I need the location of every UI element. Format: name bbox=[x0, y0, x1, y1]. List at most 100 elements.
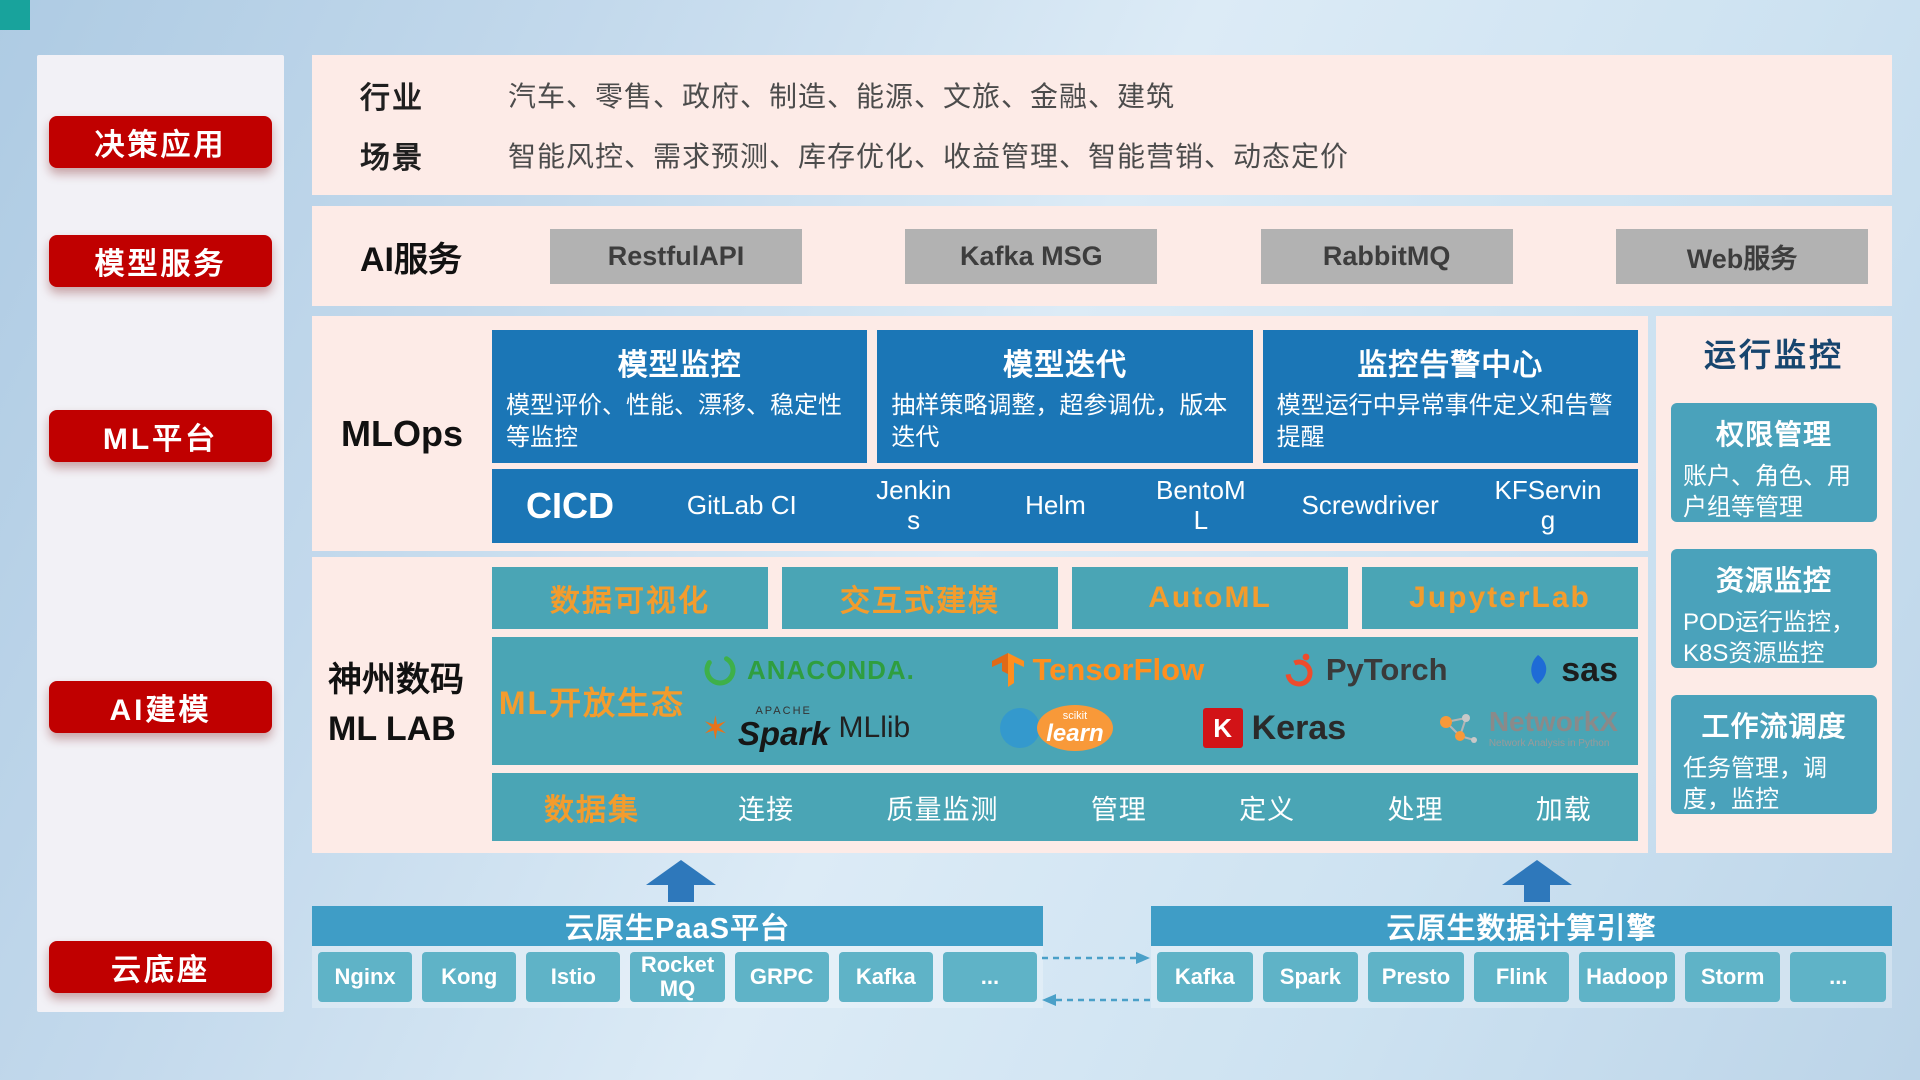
card-desc: POD运行监控，K8S资源监控 bbox=[1683, 609, 1856, 668]
dataset-bar: 数据集 连接 质量监测 管理 定义 处理 加载 bbox=[492, 773, 1638, 841]
cicd-item-helm: Helm bbox=[1025, 489, 1086, 520]
mllab-label: 神州数码 ML LAB bbox=[312, 557, 492, 853]
jupyterlab-button: JupyterLab bbox=[1362, 567, 1638, 629]
dataset-item-process: 处理 bbox=[1387, 794, 1444, 825]
sidebar-item-ai-modeling: AI建模 bbox=[49, 681, 272, 733]
chip-spark: Spark bbox=[1262, 952, 1359, 1002]
ml-ecosystem-box: ML开放生态 ANACONDA. bbox=[492, 637, 1638, 765]
apache-label: APACHE bbox=[755, 705, 812, 718]
card-title: 模型监控 bbox=[617, 349, 742, 382]
chip-more: ... bbox=[942, 952, 1037, 1002]
cicd-bar: CICD GitLab CI Jenkins Helm BentoML Scre… bbox=[492, 468, 1638, 543]
layer-sidebar: 决策应用 模型服务 ML平台 AI建模 云底座 bbox=[37, 55, 284, 1012]
chip-storm: Storm bbox=[1684, 952, 1781, 1002]
card-desc: 模型运行中异常事件定义和告警提醒 bbox=[1276, 392, 1613, 452]
mlops-cards: 模型监控 模型评价、性能、漂移、稳定性等监控 模型迭代 抽样策略调整，超参调优，… bbox=[492, 330, 1638, 463]
scikit-top-label: scikit bbox=[1062, 709, 1088, 722]
logo-row-1: ANACONDA. TensorFlow bbox=[692, 651, 1628, 690]
industry-row: 行业 汽车、零售、政府、制造、能源、文旅、金融、建筑 bbox=[312, 73, 1892, 117]
corner-accent-square bbox=[0, 0, 30, 30]
cicd-item-jenkins: Jenkins bbox=[876, 474, 952, 535]
networkx-logo: NetworkX Network Analysis in Python bbox=[1436, 707, 1618, 749]
mlops-label: MLOps bbox=[341, 412, 463, 454]
tensorflow-icon bbox=[991, 653, 1024, 688]
anaconda-label: ANACONDA. bbox=[747, 654, 915, 685]
data-engine-header: 云原生数据计算引擎 bbox=[1151, 906, 1892, 946]
card-title: 模型迭代 bbox=[1002, 349, 1127, 382]
up-arrow-icon bbox=[1502, 860, 1572, 904]
pytorch-label: PyTorch bbox=[1325, 652, 1448, 688]
mlops-content: 模型监控 模型评价、性能、漂移、稳定性等监控 模型迭代 抽样策略调整，超参调优，… bbox=[492, 316, 1648, 551]
paas-chips: Nginx Kong Istio RocketMQ GRPC Kafka ... bbox=[312, 946, 1043, 1008]
dataset-label: 数据集 bbox=[544, 794, 640, 827]
card-title: 工作流调度 bbox=[1701, 711, 1847, 742]
dataset-items: 连接 质量监测 管理 定义 处理 加载 bbox=[692, 788, 1638, 827]
scikit-orange-circle-icon: scikit learn bbox=[1036, 705, 1113, 752]
sas-logo: sas bbox=[1524, 651, 1618, 690]
exchange-arrows-icon bbox=[1042, 952, 1152, 1006]
dataset-item-define: 定义 bbox=[1239, 794, 1296, 825]
chip-kong: Kong bbox=[422, 952, 517, 1002]
runtime-monitor-title: 运行监控 bbox=[1703, 337, 1844, 373]
cicd-label: CICD bbox=[526, 484, 614, 526]
dataset-item-manage: 管理 bbox=[1090, 794, 1147, 825]
logo-row-2: ✶ APACHE Spark MLlib scikit learn bbox=[692, 705, 1628, 753]
scikit-learn-label: learn bbox=[1046, 719, 1104, 747]
cicd-item-kfserving: KFServing bbox=[1494, 474, 1602, 535]
anaconda-icon bbox=[704, 654, 736, 686]
resource-monitor-card: 资源监控 POD运行监控，K8S资源监控 bbox=[1671, 549, 1877, 668]
card-title: 监控告警中心 bbox=[1357, 349, 1544, 382]
permission-management-card: 权限管理 账户、角色、用户组等管理 bbox=[1671, 403, 1877, 522]
paas-platform-header: 云原生PaaS平台 bbox=[312, 906, 1043, 946]
card-title: 资源监控 bbox=[1715, 565, 1832, 596]
scikit-blue-circle-icon bbox=[999, 708, 1040, 749]
runtime-monitor-panel: 运行监控 权限管理 账户、角色、用户组等管理 资源监控 POD运行监控，K8S资… bbox=[1656, 316, 1892, 853]
chip-istio: Istio bbox=[526, 952, 621, 1002]
model-monitoring-card: 模型监控 模型评价、性能、漂移、稳定性等监控 bbox=[492, 330, 868, 463]
mllab-tools-row: 数据可视化 交互式建模 AutoML JupyterLab bbox=[492, 567, 1638, 629]
interactive-modeling-button: 交互式建模 bbox=[782, 567, 1058, 629]
data-visualization-button: 数据可视化 bbox=[492, 567, 768, 629]
data-engine-chips: Kafka Spark Presto Flink Hadoop Storm ..… bbox=[1151, 946, 1892, 1008]
model-iteration-card: 模型迭代 抽样策略调整，超参调优，版本迭代 bbox=[877, 330, 1253, 463]
keras-label: Keras bbox=[1251, 708, 1347, 747]
mllab-panel: 神州数码 ML LAB 数据可视化 交互式建模 AutoML JupyterLa… bbox=[312, 557, 1648, 853]
spark-label: Spark bbox=[737, 715, 830, 753]
card-title: 权限管理 bbox=[1715, 419, 1832, 450]
sidebar-item-decision-apps: 决策应用 bbox=[49, 116, 272, 168]
web-service-button: Web服务 bbox=[1615, 228, 1868, 284]
dataset-item-quality: 质量监测 bbox=[886, 794, 999, 825]
up-arrow-icon bbox=[646, 860, 716, 904]
sas-label: sas bbox=[1561, 650, 1618, 689]
sidebar-item-model-service: 模型服务 bbox=[49, 235, 272, 287]
mllib-label: MLlib bbox=[838, 711, 911, 745]
sidebar-item-ml-platform: ML平台 bbox=[49, 410, 272, 462]
dataset-item-load: 加载 bbox=[1535, 794, 1592, 825]
chip-kafka: Kafka bbox=[1157, 952, 1253, 1002]
restfulapi-button: RestfulAPI bbox=[550, 228, 802, 284]
ai-service-panel: AI服务 RestfulAPI Kafka MSG RabbitMQ Web服务 bbox=[312, 206, 1892, 306]
card-desc: 任务管理，调度，监控 bbox=[1683, 755, 1827, 814]
industry-label: 行业 bbox=[360, 82, 424, 115]
pytorch-logo: PyTorch bbox=[1281, 652, 1448, 688]
ecosystem-logos: ANACONDA. TensorFlow bbox=[692, 643, 1628, 759]
alert-center-card: 监控告警中心 模型运行中异常事件定义和告警提醒 bbox=[1262, 330, 1638, 463]
card-desc: 账户、角色、用户组等管理 bbox=[1683, 463, 1851, 522]
scene-row: 场景 智能风控、需求预测、库存优化、收益管理、智能营销、动态定价 bbox=[312, 133, 1892, 177]
rabbitmq-button: RabbitMQ bbox=[1260, 228, 1513, 284]
mlops-panel: MLOps 模型监控 模型评价、性能、漂移、稳定性等监控 模型迭代 抽样策略调整… bbox=[312, 316, 1648, 551]
tensorflow-label: TensorFlow bbox=[1032, 652, 1205, 688]
chip-grpc: GRPC bbox=[734, 952, 829, 1002]
card-desc: 抽样策略调整，超参调优，版本迭代 bbox=[891, 392, 1228, 452]
pytorch-icon bbox=[1285, 653, 1313, 687]
networkx-label: NetworkX bbox=[1488, 706, 1618, 738]
card-desc: 模型评价、性能、漂移、稳定性等监控 bbox=[506, 392, 842, 452]
chip-more: ... bbox=[1790, 952, 1887, 1002]
ml-ecosystem-label: ML开放生态 bbox=[498, 685, 686, 721]
networkx-subtitle: Network Analysis in Python bbox=[1488, 738, 1610, 750]
networkx-icon bbox=[1439, 714, 1477, 744]
chip-hadoop: Hadoop bbox=[1579, 952, 1675, 1002]
sas-icon bbox=[1531, 655, 1547, 685]
industry-scene-panel: 行业 汽车、零售、政府、制造、能源、文旅、金融、建筑 场景 智能风控、需求预测、… bbox=[312, 55, 1892, 195]
